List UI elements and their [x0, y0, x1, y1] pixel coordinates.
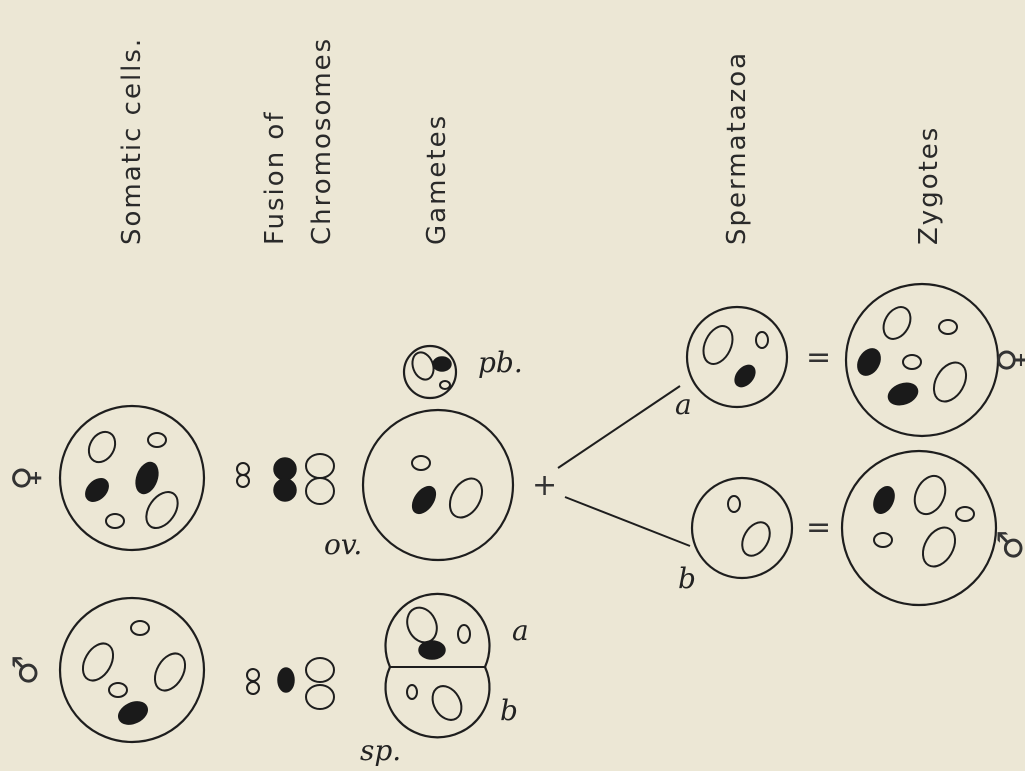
sperm-mother-cell: [384, 592, 491, 739]
fusion-chromosomes-female: [236, 453, 335, 505]
header-spermatazoa: Spermatazoa: [722, 51, 752, 245]
spermatozoon-a: [685, 305, 789, 409]
polar-body: [402, 344, 458, 400]
ovum-cell: [361, 408, 515, 562]
header-fusion-line1: Fusion of: [260, 111, 290, 246]
zygote-male-symbol: ♂: [991, 530, 1025, 560]
label-sperm-a: a: [512, 614, 529, 647]
label-spermatozoon-b: b: [678, 562, 696, 595]
female-symbol: ♀: [6, 466, 46, 491]
zygote-female: [844, 282, 1000, 438]
fusion-chromosomes-male: [246, 657, 335, 710]
somatic-cell-female: [58, 404, 206, 552]
connector-line-a: [557, 385, 681, 469]
plus-sign: +: [532, 468, 557, 503]
header-fusion-line2: Chromosomes: [307, 37, 337, 245]
label-spermatozoon-a: a: [675, 388, 692, 421]
male-symbol: ♂: [6, 655, 46, 685]
header-gametes: Gametes: [422, 114, 452, 245]
label-sp: sp.: [360, 734, 401, 767]
header-somatic-cells: Somatic cells.: [117, 37, 147, 245]
zygote-male: [840, 449, 998, 607]
label-pb: pb.: [478, 346, 523, 379]
spermatozoon-b: [690, 476, 794, 580]
connector-line-b: [564, 496, 691, 547]
label-ov: ov.: [324, 528, 362, 561]
label-sperm-b: b: [500, 694, 518, 727]
header-zygotes: Zygotes: [914, 126, 944, 245]
equals-sign-b: =: [806, 510, 831, 545]
equals-sign-a: =: [806, 340, 831, 375]
zygote-female-symbol: ♀: [991, 348, 1025, 373]
somatic-cell-male: [58, 596, 206, 744]
